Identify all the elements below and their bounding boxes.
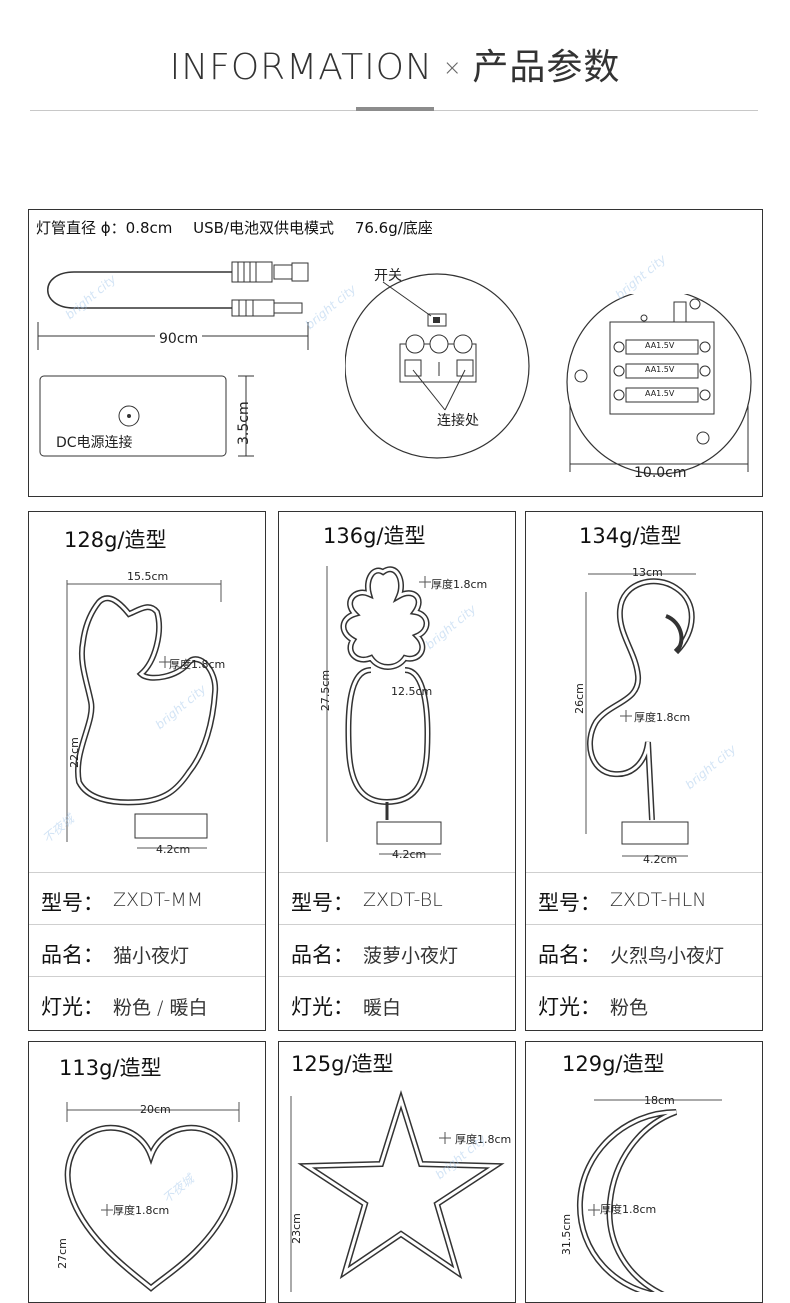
height-label: 26cm [572,683,586,714]
name-row: 品名： 火烈鸟小夜灯 [526,924,762,977]
model-row: 型号： ZXDT-HLN [526,872,762,925]
thickness-label: 厚度1.8cm [634,711,691,724]
star-lamp-drawing [290,1089,505,1292]
thickness-label: 厚度1.8cm [113,1204,170,1217]
section-title: INFORMATION × 产品参数 [0,38,790,90]
thickness-label: 厚度1.8cm [600,1203,657,1216]
light-row: 灯光： 粉色 / 暖白 [29,976,265,1029]
product-card-cat: 128g/造型 15.5cm 厚度1.8cm 22cm 4.2cm 型号： ZXD… [28,511,266,1031]
light-key: 灯光： [41,995,104,1019]
pineapple-lamp-drawing [326,566,442,855]
width-label: 15.5cm [127,570,169,583]
battery-compartment-drawing [566,294,752,475]
title-cn: 产品参数 [472,47,621,88]
width-label: 12.5cm [391,685,433,698]
cable-length-label: 90cm [155,331,203,347]
battery-label-3: AA1.5V [645,389,675,398]
title-separator: × [442,56,463,81]
switch-label: 开关 [374,268,402,284]
product-weight: 125g/造型 [291,1052,394,1076]
model-key: 型号： [538,891,601,915]
product-card-pineapple: 136g/造型 厚度1.8cm 12.5cm 27.5cm 4.2cm 型号： Z… [278,511,516,1031]
flamingo-lamp-drawing [585,573,696,857]
base-width-label: 4.2cm [643,853,678,866]
name-key: 品名： [41,943,104,967]
tube-diameter: 灯管直径 ϕ：0.8cm [36,219,173,237]
power-mode: USB/电池双供电模式 [193,219,335,237]
connection-label: 连接处 [437,413,479,429]
light-key: 灯光： [538,995,601,1019]
model-row: 型号： ZXDT-BL [279,872,515,925]
light-value: 粉色 [610,997,649,1019]
product-card-flamingo: 134g/造型 13cm 厚度1.8cm 26cm 4.2cm 型号： ZXDT-… [525,511,763,1031]
product-weight: 129g/造型 [562,1052,665,1076]
model-value: ZXDT-BL [363,889,443,911]
height-label: 22cm [67,737,81,768]
base-top-drawing [345,273,530,459]
name-key: 品名： [291,943,354,967]
name-value: 菠萝小夜灯 [363,945,459,967]
model-key: 型号： [41,891,104,915]
model-value: ZXDT-HLN [610,889,707,911]
battery-label-1: AA1.5V [645,341,675,350]
thickness-label: 厚度1.8cm [169,658,226,671]
model-row: 型号： ZXDT-MM [29,872,265,925]
product-card-heart: 113g/造型 20cm 厚度1.8cm 27cm [28,1041,266,1303]
width-label: 20cm [140,1103,171,1116]
name-value: 火烈鸟小夜灯 [610,945,725,967]
height-label: 23cm [289,1213,303,1244]
product-weight: 136g/造型 [323,524,426,548]
thickness-label: 厚度1.8cm [431,578,488,591]
base-width-label: 4.2cm [156,843,191,856]
product-weight: 134g/造型 [579,524,682,548]
battery-label-2: AA1.5V [645,365,675,374]
width-label: 13cm [632,566,663,579]
spec-summary: 灯管直径 ϕ：0.8cm USB/电池双供电模式 76.6g/底座 [36,217,449,238]
light-row: 灯光： 粉色 [526,976,762,1029]
name-key: 品名： [538,943,601,967]
product-card-moon: 129g/造型 18cm 厚度1.8cm 31.5cm [525,1041,763,1303]
product-card-star: 125g/造型 厚度1.8cm 23cm [278,1041,516,1303]
width-label: 18cm [644,1094,675,1107]
title-en: INFORMATION [169,47,433,88]
model-value: ZXDT-MM [113,889,204,911]
header-accent-bar [356,107,434,111]
light-value: 粉色 / 暖白 [113,997,208,1019]
light-value: 暖白 [363,997,402,1019]
base-height-label: 3.5cm [236,401,252,445]
dc-port-label: DC电源连接 [56,435,133,451]
section-header: INFORMATION × 产品参数 [0,0,790,140]
height-label: 27.5cm [319,669,333,712]
base-diameter-label: 10.0cm [634,465,687,481]
product-weight: 128g/造型 [64,528,167,552]
product-weight: 113g/造型 [59,1056,162,1080]
light-row: 灯光： 暖白 [279,976,515,1029]
name-value: 猫小夜灯 [113,945,190,967]
name-row: 品名： 猫小夜灯 [29,924,265,977]
light-key: 灯光： [291,995,354,1019]
height-label: 27cm [55,1238,69,1269]
base-width-label: 4.2cm [392,848,427,861]
thickness-label: 厚度1.8cm [455,1133,512,1146]
height-label: 31.5cm [560,1213,574,1256]
moon-lamp-drawing [576,1099,722,1292]
base-weight: 76.6g/底座 [354,219,433,237]
cat-lamp-drawing [66,580,222,849]
base-side-drawing [39,375,254,457]
model-key: 型号： [291,891,354,915]
name-row: 品名： 菠萝小夜灯 [279,924,515,977]
